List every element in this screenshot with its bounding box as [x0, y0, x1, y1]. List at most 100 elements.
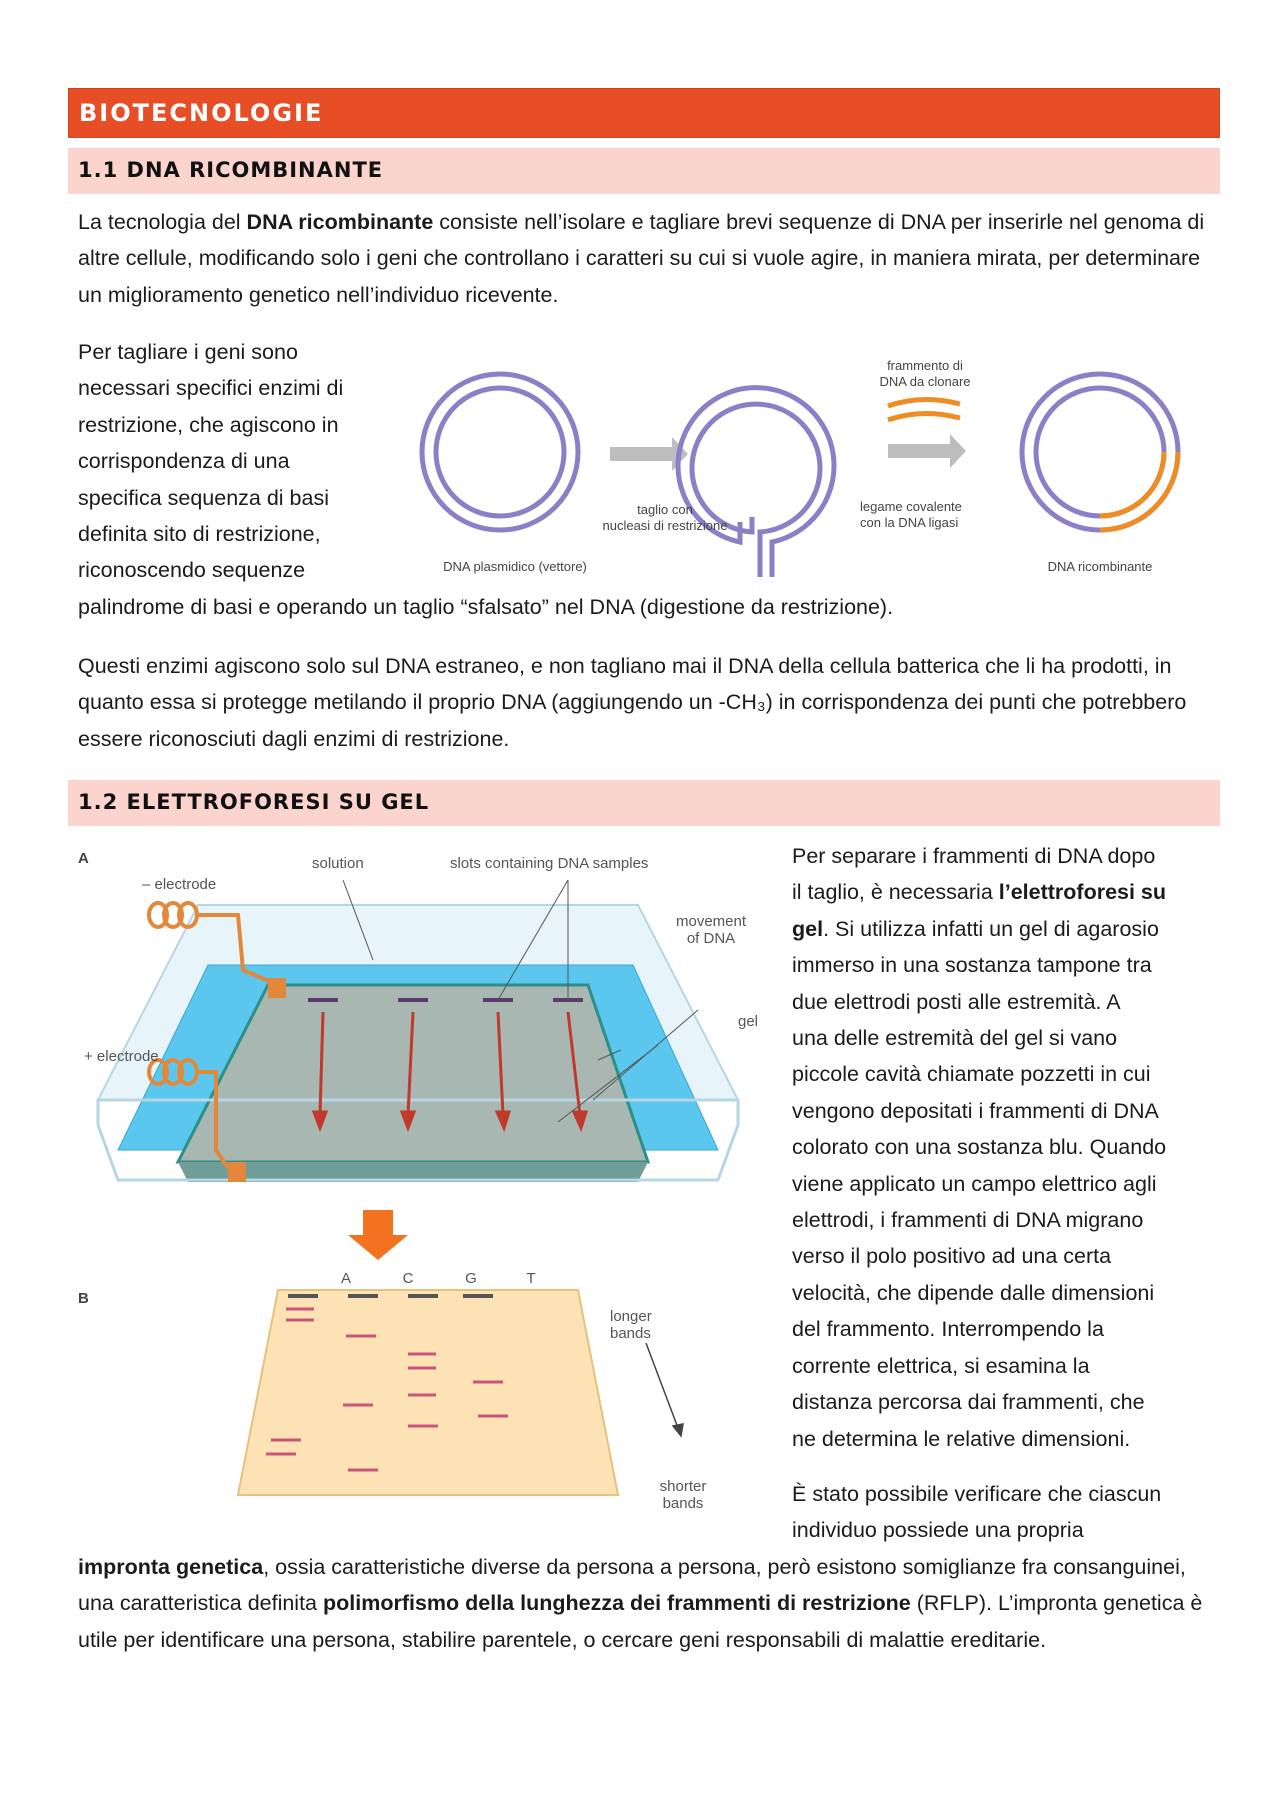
- bold-term: gel: [792, 916, 824, 941]
- line: due elettrodi posti alle estremità. A: [792, 989, 1121, 1014]
- label-longer-bands: longer bands: [610, 1308, 652, 1342]
- tank-front: [96, 1098, 740, 1182]
- lane-label-c: C: [402, 1270, 414, 1287]
- text: . Si utilizza infatti un gel di agarosio: [823, 916, 1159, 941]
- line: restrizione, che agiscono in: [78, 412, 339, 437]
- line: il taglio, è necessaria l’elettroforesi …: [792, 874, 1222, 910]
- line: verso il polo positivo ad una certa: [792, 1244, 1112, 1269]
- arrow-right-1: [610, 437, 688, 471]
- label-line: shorter: [659, 1478, 707, 1495]
- dna-fragment: [887, 396, 961, 423]
- label-line: con la DNA ligasi: [860, 515, 959, 530]
- label-line: bands: [662, 1495, 704, 1512]
- size-arrow: [645, 1342, 684, 1438]
- label-plasmid: DNA plasmidico (vettore): [443, 559, 587, 574]
- panel-label-b: B: [78, 1290, 89, 1307]
- label-pos-electrode: + electrode: [84, 1048, 159, 1065]
- label-ligase: legame covalente con la DNA ligasi: [860, 499, 990, 531]
- label-gel: gel: [738, 1013, 759, 1030]
- bold-term: l’elettroforesi su: [998, 880, 1167, 905]
- paragraph-restriction-column: Per tagliare i geni sono necessari speci…: [78, 334, 418, 589]
- lane-label-a: A: [340, 1270, 351, 1287]
- label-line: taglio con: [637, 502, 693, 517]
- arrow-right-2: [888, 434, 966, 468]
- label-slots: slots containing DNA samples: [450, 855, 649, 872]
- text: La tecnologia del: [78, 210, 247, 234]
- label-line: bands: [610, 1325, 651, 1342]
- line: corrispondenza di una: [78, 449, 290, 474]
- electrophoresis-figure: A B – electrode + electrode solution slo…: [78, 850, 772, 1545]
- label-solution: solution: [312, 855, 364, 872]
- label-line: longer: [610, 1308, 652, 1325]
- line: specifica sequenza di basi: [78, 485, 329, 510]
- text: consiste nell’isolare e tagliare brevi s…: [78, 210, 1205, 307]
- label-fragment: frammento di DNA da clonare: [860, 358, 990, 390]
- gel-front: [178, 1162, 648, 1182]
- line: colorato con una sostanza blu. Quando: [792, 1135, 1167, 1160]
- text: , ossia caratteristiche diverse da perso…: [78, 1555, 1186, 1616]
- lane-label-t: T: [526, 1270, 536, 1287]
- label-line: of DNA: [686, 930, 736, 947]
- line: corrente elettrica, si esamina la: [792, 1353, 1090, 1378]
- result-gel: [236, 1289, 620, 1496]
- pointer-lines: [342, 879, 699, 1123]
- label-line: legame covalente: [860, 499, 962, 514]
- bold-term: impronta genetica: [78, 1555, 264, 1579]
- paragraph-fingerprint: impronta genetica, ossia caratteristiche…: [78, 1549, 1223, 1658]
- text: (RFLP). L’impronta genetica è utile per …: [78, 1591, 1203, 1652]
- line: viene applicato un campo elettrico agli: [792, 1171, 1157, 1196]
- line: individuo possiede una propria: [792, 1518, 1084, 1543]
- section-title-electrophoresis: 1.2 ELETTROFORESI SU GEL: [78, 790, 430, 814]
- line: È stato possibile verificare che ciascun: [792, 1482, 1162, 1506]
- line: riconoscendo sequenze: [78, 558, 306, 583]
- paragraph-fingerprint-column: È stato possibile verificare che ciascun…: [792, 1476, 1222, 1549]
- opened-plasmid: [675, 385, 837, 577]
- line: vengono depositati i frammenti di DNA: [792, 1098, 1159, 1123]
- bold-term: polimorfismo della lunghezza dei frammen…: [323, 1591, 911, 1616]
- paragraph-restriction-tail: palindrome di basi e operando un taglio …: [78, 595, 894, 619]
- migration-arrows: [311, 1011, 589, 1133]
- line: distanza percorsa dai frammenti, che: [792, 1390, 1145, 1415]
- line: Per tagliare i geni sono: [78, 340, 298, 364]
- line: definita sito di restrizione,: [78, 522, 321, 547]
- pos-electrode: [147, 1058, 230, 1170]
- label-line: DNA da clonare: [879, 374, 971, 389]
- section-title-dna: 1.1 DNA RICOMBINANTE: [78, 158, 384, 182]
- line: del frammento. Interrompendo la: [792, 1317, 1104, 1342]
- section-heading-electrophoresis: 1.2 ELETTROFORESI SU GEL: [68, 780, 1220, 826]
- label-recombinant: DNA ricombinante: [1047, 559, 1153, 574]
- line: elettrodi, i frammenti di DNA migrano: [792, 1208, 1144, 1233]
- lane-label-g: G: [465, 1270, 477, 1287]
- line: immerso in una sostanza tampone tra: [792, 953, 1152, 978]
- recombinant-ring: [1019, 371, 1181, 533]
- label-neg-electrode: – electrode: [142, 876, 217, 893]
- line: necessari specifici enzimi di: [78, 376, 344, 401]
- label-line: frammento di: [887, 358, 963, 373]
- page-title: BIOTECNOLOGIE: [79, 99, 324, 127]
- label-shorter-bands: shorter bands: [648, 1478, 718, 1512]
- title-banner: BIOTECNOLOGIE: [68, 88, 1220, 138]
- neg-electrode-plate: [268, 978, 286, 998]
- recombinant-dna-diagram: [419, 371, 1181, 577]
- line: ne determina le relative dimensioni.: [792, 1426, 1131, 1451]
- line: Per separare i frammenti di DNA dopo: [792, 844, 1156, 868]
- pos-electrode-plate: [228, 1162, 246, 1182]
- recombinant-dna-figure: DNA plasmidico (vettore) taglio con nucl…: [410, 352, 1210, 587]
- paragraph-electrophoresis: Per separare i frammenti di DNA dopo il …: [792, 838, 1222, 1457]
- label-line: movement: [675, 913, 747, 930]
- text: il taglio, è necessaria: [792, 880, 999, 905]
- electrophoresis-diagram: [96, 879, 740, 1496]
- line: una delle estremità del gel si vano: [792, 1026, 1118, 1051]
- section-heading-dna: 1.1 DNA RICOMBINANTE: [68, 148, 1220, 194]
- line: velocità, che dipende dalle dimensioni: [792, 1280, 1155, 1305]
- panel-label-a: A: [78, 850, 89, 867]
- paragraph-methylation: Questi enzimi agiscono solo sul DNA estr…: [78, 654, 1187, 751]
- dna-bands: [266, 1307, 508, 1472]
- label-cut: taglio con nucleasi di restrizione: [580, 502, 750, 534]
- neg-electrode: [147, 901, 279, 987]
- line: piccole cavità chiamate pozzetti in cui: [792, 1062, 1151, 1087]
- paragraph-dna-intro: La tecnologia del DNA ricombinante consi…: [78, 204, 1218, 313]
- label-line: nucleasi di restrizione: [602, 518, 728, 533]
- plasmid-ring: [419, 371, 581, 533]
